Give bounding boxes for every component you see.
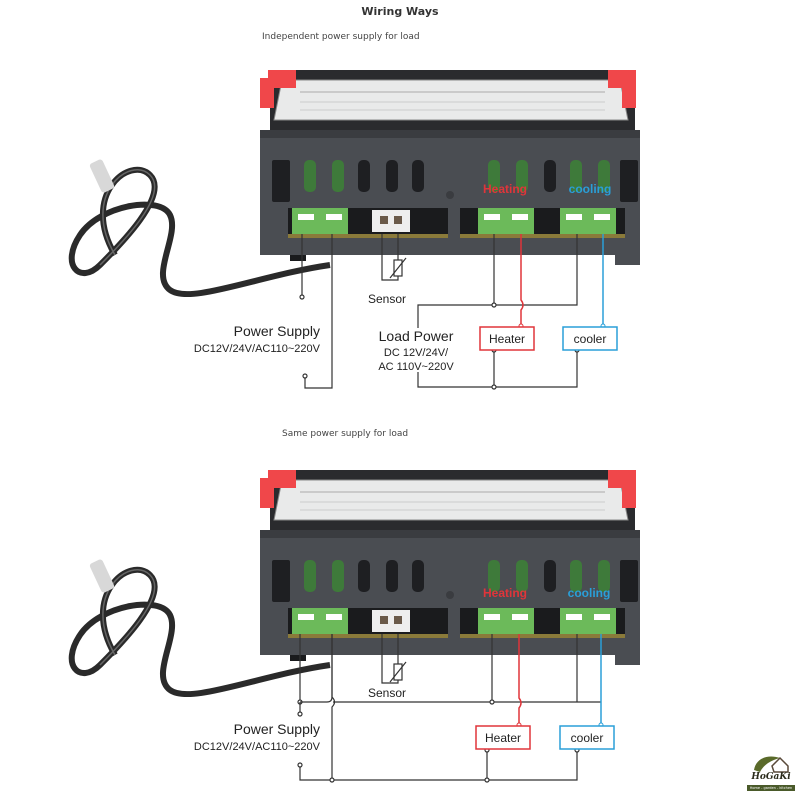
heater-box-1 — [479, 326, 535, 351]
diagram-2 — [259, 469, 641, 666]
power-supply-spec-1: DC12V/24V/AC110~220V — [194, 343, 321, 355]
load-power-spec-1a: DC 12V/24V/ — [384, 347, 449, 359]
sensor-label-1: Sensor — [368, 292, 406, 306]
cooler-box-2 — [559, 725, 615, 750]
page-title: Wiring Ways — [361, 5, 439, 18]
heater-label-2: Heater — [485, 731, 521, 745]
heater-label-1: Heater — [489, 332, 525, 346]
heating-terminal-label-2: Heating — [483, 586, 527, 600]
diagram-2-subtitle: Same power supply for load — [282, 429, 409, 439]
wiring-1 — [299, 234, 580, 390]
heater-box-2 — [475, 725, 531, 750]
power-supply-label-2: Power Supply — [234, 721, 320, 737]
power-supply-spec-2: DC12V/24V/AC110~220V — [194, 741, 321, 753]
load-power-label-1: Load Power — [379, 328, 454, 344]
load-power-spec-1b: AC 110V~220V — [378, 361, 454, 373]
controller-device-1 — [259, 69, 641, 266]
diagram-1-subtitle: Independent power supply for load — [262, 32, 420, 42]
cooler-box-1 — [562, 326, 618, 351]
logo-tagline: Home - garden - kitchen — [747, 785, 795, 791]
sensor-label-2: Sensor — [368, 686, 406, 700]
logo-name: HoGaKi — [751, 772, 791, 782]
brand-logo: HoGaKi Home - garden - kitchen — [746, 752, 796, 796]
cooling-terminal-label-1: cooling — [569, 182, 612, 196]
leaf-house-icon — [754, 756, 789, 773]
wiring-2 — [297, 634, 601, 783]
power-supply-label-1: Power Supply — [234, 323, 320, 339]
cooling-terminal-label-2: cooling — [568, 586, 611, 600]
cooler-label-1: cooler — [574, 332, 607, 346]
heating-terminal-label-1: Heating — [483, 182, 527, 196]
cooler-label-2: cooler — [571, 731, 604, 745]
diagram-1 — [259, 69, 641, 266]
controller-device-2 — [259, 469, 641, 666]
